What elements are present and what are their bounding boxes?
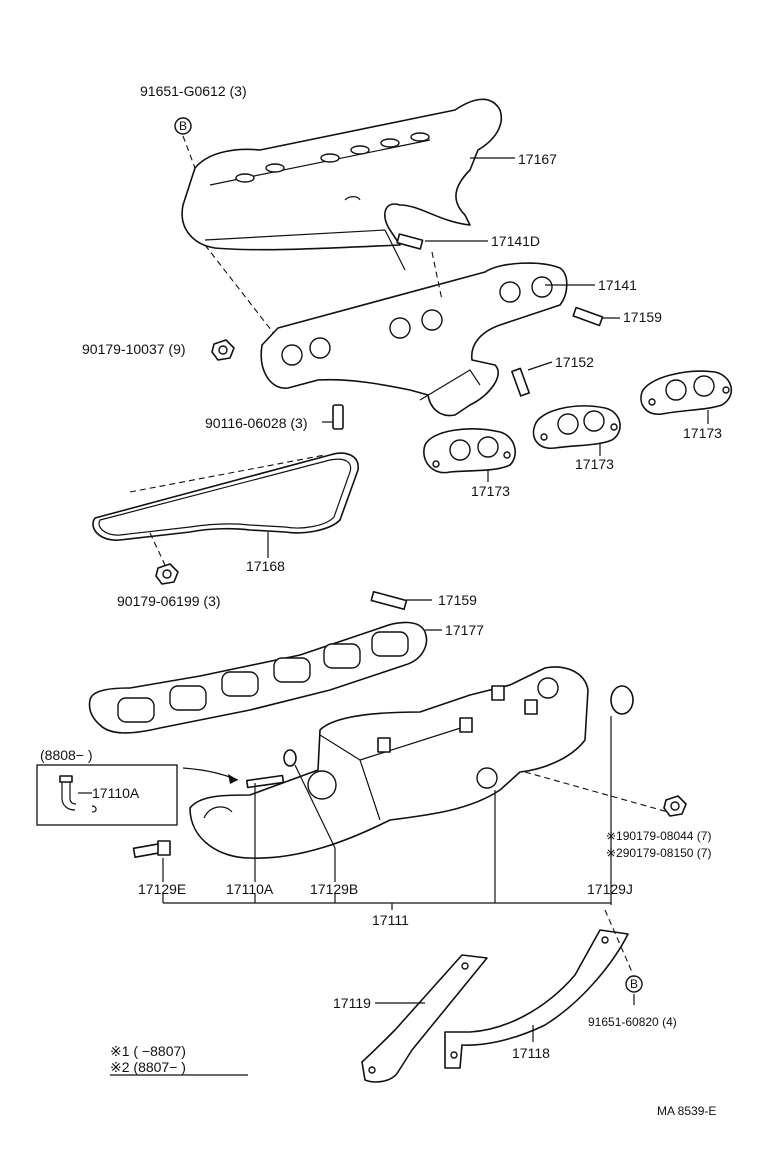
label-17129j: 17129J bbox=[587, 881, 633, 897]
label-17173-1: 17173 bbox=[471, 483, 510, 499]
label-17159-mid: 17159 bbox=[438, 592, 477, 608]
label-nut-alt2: ※290179-08150 (7) bbox=[606, 846, 711, 860]
plug-17129j bbox=[610, 685, 634, 905]
bolt-b-bottom: B bbox=[604, 909, 643, 1005]
bolt-17129e bbox=[132, 840, 171, 882]
label-91651-60820: 91651-60820 (4) bbox=[588, 1015, 677, 1029]
label-17118: 17118 bbox=[512, 1045, 550, 1061]
gasket-17177 bbox=[88, 621, 442, 734]
heat-insulator-17167 bbox=[181, 98, 502, 271]
inset-box-17110a bbox=[36, 764, 239, 826]
legend-line-1: ※1 ( −8807) bbox=[110, 1043, 186, 1059]
label-17119: 17119 bbox=[333, 995, 371, 1011]
exhaust-manifold-17141 bbox=[260, 262, 568, 417]
exhaust-manifold-17111 bbox=[189, 666, 589, 859]
label-17173-2: 17173 bbox=[575, 456, 614, 472]
plug-17129b bbox=[283, 749, 336, 882]
stud-17159-mid bbox=[370, 590, 432, 611]
stud-17110a bbox=[245, 774, 285, 882]
label-17129b: 17129B bbox=[310, 881, 358, 897]
nut-90179-08044 bbox=[663, 795, 687, 817]
label-91651-g0612: 91651-G0612 (3) bbox=[140, 83, 247, 99]
label-17168: 17168 bbox=[246, 558, 285, 574]
label-90116-06028: 90116-06028 (3) bbox=[205, 415, 307, 431]
nut-90179-10037 bbox=[211, 339, 235, 361]
label-17111: 17111 bbox=[372, 912, 409, 928]
circle-b-label-top: B bbox=[179, 119, 187, 133]
label-nut-alt1: ※190179-08044 (7) bbox=[606, 829, 711, 843]
nut-90179-06199 bbox=[155, 563, 179, 585]
stay-17118 bbox=[444, 929, 629, 1069]
label-17129e: 17129E bbox=[138, 881, 186, 897]
stud-17159-top bbox=[572, 306, 620, 327]
dashed-line-nut bbox=[524, 771, 669, 813]
label-17167: 17167 bbox=[518, 151, 557, 167]
legend-line-2: ※2 (8807− ) bbox=[110, 1059, 186, 1075]
stay-17119 bbox=[361, 954, 488, 1083]
gasket-17168 bbox=[92, 452, 359, 566]
circle-b-label-bottom: B bbox=[630, 977, 638, 991]
label-inset-17110a: 17110A bbox=[92, 785, 140, 801]
gasket-17173-2 bbox=[532, 405, 621, 456]
label-17177: 17177 bbox=[445, 622, 484, 638]
gasket-17173-1 bbox=[423, 428, 516, 482]
label-inset-date: (8808− ) bbox=[40, 747, 93, 763]
label-17159-top: 17159 bbox=[623, 309, 662, 325]
label-17141d: 17141D bbox=[491, 233, 540, 249]
footer-code: MA 8539-E bbox=[657, 1104, 716, 1118]
label-90179-10037: 90179-10037 (9) bbox=[82, 341, 186, 357]
bolt-b-top: B bbox=[174, 117, 276, 336]
label-17152: 17152 bbox=[555, 354, 594, 370]
label-90179-06199: 90179-06199 (3) bbox=[117, 593, 221, 609]
label-17173-3: 17173 bbox=[683, 425, 722, 441]
stud-17152 bbox=[511, 361, 553, 397]
label-17110a: 17110A bbox=[226, 881, 274, 897]
gasket-17173-3 bbox=[640, 370, 733, 424]
stud-90116-06028 bbox=[322, 404, 344, 430]
stud-17141d bbox=[396, 233, 488, 301]
label-17141: 17141 bbox=[598, 277, 637, 293]
leader-bracket-17111 bbox=[162, 790, 611, 910]
